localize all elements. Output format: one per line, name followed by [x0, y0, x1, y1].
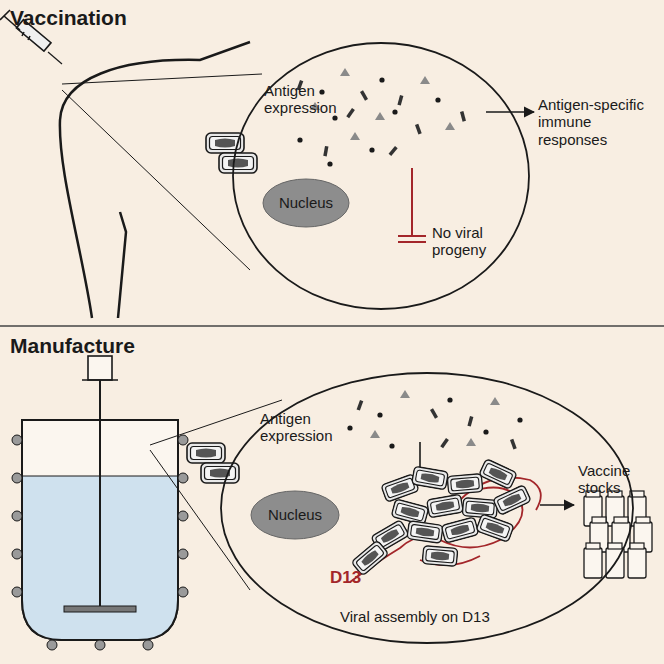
cell-label: No viral progeny [432, 224, 504, 259]
cell-outline: Antigen expression No viral progeny Nucleu… [232, 42, 530, 310]
jacket-port [178, 473, 188, 483]
dot [392, 109, 397, 114]
virus-particle [407, 521, 443, 544]
virus-particle [441, 517, 479, 543]
dot [347, 425, 352, 430]
bioreactor [22, 356, 178, 640]
dot [327, 161, 332, 166]
jacket-port [178, 435, 188, 445]
rod [460, 111, 466, 122]
arm-outline [60, 42, 250, 318]
cell-label: Antigen expression [260, 410, 350, 445]
ellipse [251, 491, 339, 539]
triangle [490, 397, 500, 405]
cell-label: Viral assembly on D13 [340, 608, 520, 625]
vial-cap [630, 543, 644, 549]
arrow [540, 504, 574, 506]
d13-scaffold [350, 478, 541, 583]
jacket-port [12, 549, 22, 559]
dot [377, 412, 382, 417]
vial [628, 548, 646, 578]
rod [430, 408, 438, 418]
inhibition-symbol [398, 168, 426, 242]
nucleus: Nucleus [250, 490, 340, 540]
triangle [400, 390, 410, 398]
virus-particle [422, 546, 458, 567]
annotation: Antigen-specific immune responses [538, 96, 660, 148]
panel-heading: Manufacture [10, 334, 210, 358]
rod [510, 439, 517, 450]
nucleus-label: Nucleus [262, 194, 350, 211]
vial-cap [636, 517, 650, 523]
rod [360, 90, 368, 100]
jacket-port [95, 640, 105, 650]
dot [483, 429, 488, 434]
cell-label: D13 [330, 568, 380, 588]
rod [397, 95, 403, 106]
virus-particle [476, 514, 514, 543]
cell-outline: Antigen expressionD13Viral assembly on D… [220, 372, 634, 644]
cell-label: Antigen expression [264, 82, 354, 117]
panel-divider [0, 325, 664, 327]
rod [389, 146, 398, 156]
rod [440, 438, 449, 448]
jacket-port [178, 511, 188, 521]
triangle [420, 76, 430, 84]
jacket-port [178, 549, 188, 559]
ellipse [263, 179, 349, 227]
triangle [370, 430, 380, 438]
rod [323, 146, 328, 156]
vial-cap [586, 543, 600, 549]
jacket-port [47, 640, 57, 650]
vial-cap [608, 543, 622, 549]
jacket-port [12, 435, 22, 445]
virus-particle [412, 466, 449, 490]
rod [346, 108, 355, 118]
zoom-lines [62, 74, 262, 270]
virus-particle [427, 494, 464, 518]
virus-particle [447, 474, 483, 495]
vial [584, 548, 602, 578]
antigen-molecules [347, 390, 522, 449]
rod [357, 400, 364, 411]
jacket-port [143, 640, 153, 650]
dot [389, 443, 394, 448]
rod [415, 124, 422, 135]
vaccine-vials [584, 491, 652, 578]
triangle [445, 122, 455, 130]
panel-heading: Vaccination [10, 6, 210, 30]
dot [369, 147, 374, 152]
ellipse [233, 43, 529, 309]
virus-particle [187, 443, 225, 463]
dot [319, 89, 324, 94]
dot [517, 417, 522, 422]
dot [447, 397, 452, 402]
dot [435, 97, 440, 102]
virus-particle [479, 459, 518, 490]
nucleus: Nucleus [262, 178, 350, 228]
bioreactor-jacket [12, 435, 188, 650]
virus-particle [201, 463, 239, 483]
vial-cap [592, 517, 606, 523]
antigen-molecules [297, 68, 466, 167]
triangle [350, 132, 360, 140]
jacket-port [12, 473, 22, 483]
annotation: Vaccine stocks [578, 462, 662, 497]
ellipse [221, 373, 633, 643]
jacket-port [12, 511, 22, 521]
triangle [375, 112, 385, 120]
vial-cap [614, 517, 628, 523]
virus-particle [462, 498, 498, 519]
virus-particle [493, 485, 532, 516]
dot [379, 77, 384, 82]
virus-particle [219, 153, 257, 173]
triangle [340, 68, 350, 76]
rod [467, 416, 473, 427]
nucleus-label: Nucleus [250, 506, 340, 523]
virus-assembly [351, 459, 531, 576]
jacket-port [12, 587, 22, 597]
dot [297, 137, 302, 142]
jacket-port [178, 587, 188, 597]
triangle [466, 438, 476, 446]
